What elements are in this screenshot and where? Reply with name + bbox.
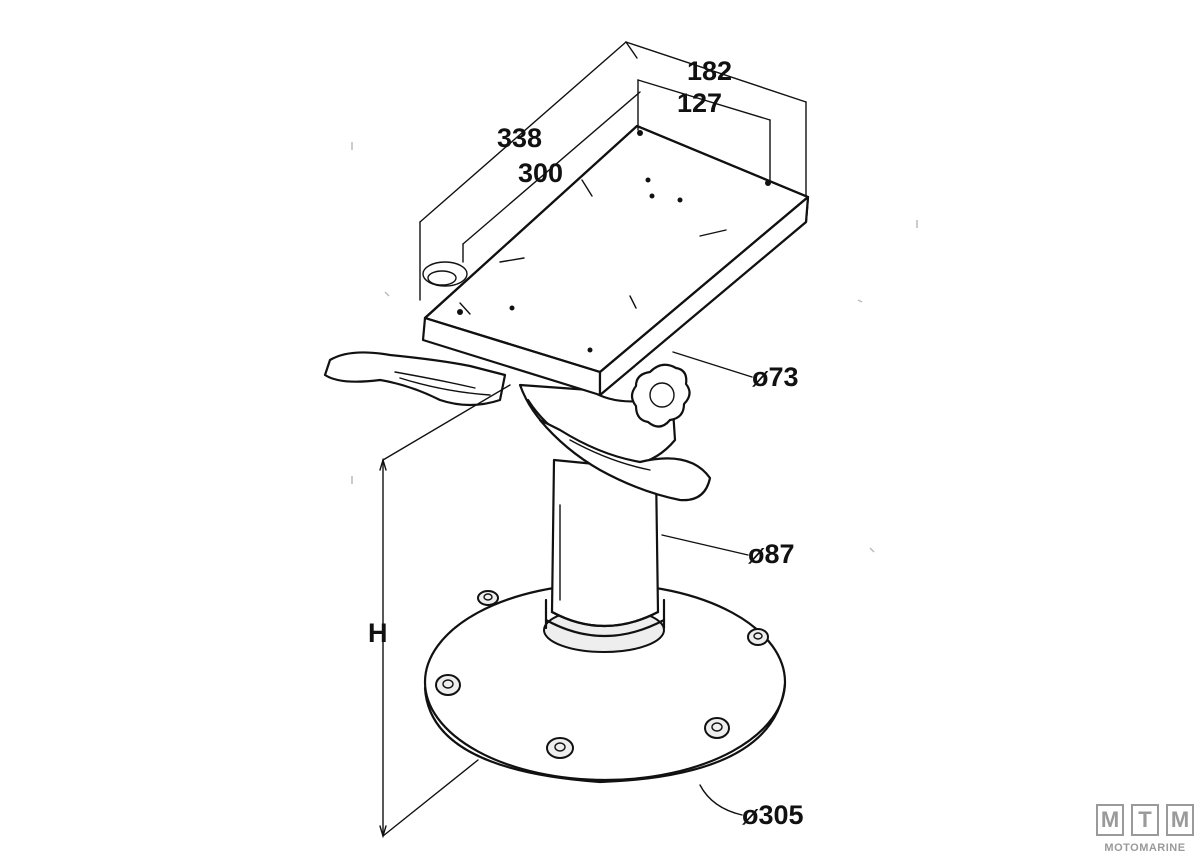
column [543, 458, 666, 653]
front-lever [538, 418, 712, 502]
dim-base-diameter: ø305 [742, 800, 804, 830]
seat-plate [421, 124, 810, 397]
logo-text: MOTOMARINE [1104, 842, 1186, 854]
plate-hole [457, 130, 771, 353]
dimension-lines [379, 41, 807, 839]
base-plate [423, 582, 787, 784]
dim-column-diameter: ø87 [748, 539, 795, 569]
side-lever [323, 351, 507, 407]
adjustment-knob [630, 363, 691, 428]
plate-slot [459, 179, 727, 315]
dim-top-width-outer: 182 [687, 56, 732, 86]
logo-letter: M [1096, 804, 1124, 836]
dim-top-depth-outer: 338 [497, 123, 542, 153]
logo-letter: M [1166, 804, 1194, 836]
scan-marks [351, 142, 918, 553]
logo-letter: T [1131, 804, 1159, 836]
dim-top-depth-inner: 300 [518, 158, 563, 188]
brand-logo: M T M MOTOMARINE [1096, 804, 1194, 854]
dim-swivel-diameter: ø73 [752, 362, 799, 392]
base-bolt [435, 590, 769, 759]
dim-height-label: H [368, 618, 388, 648]
dim-top-width-inner: 127 [677, 88, 722, 118]
